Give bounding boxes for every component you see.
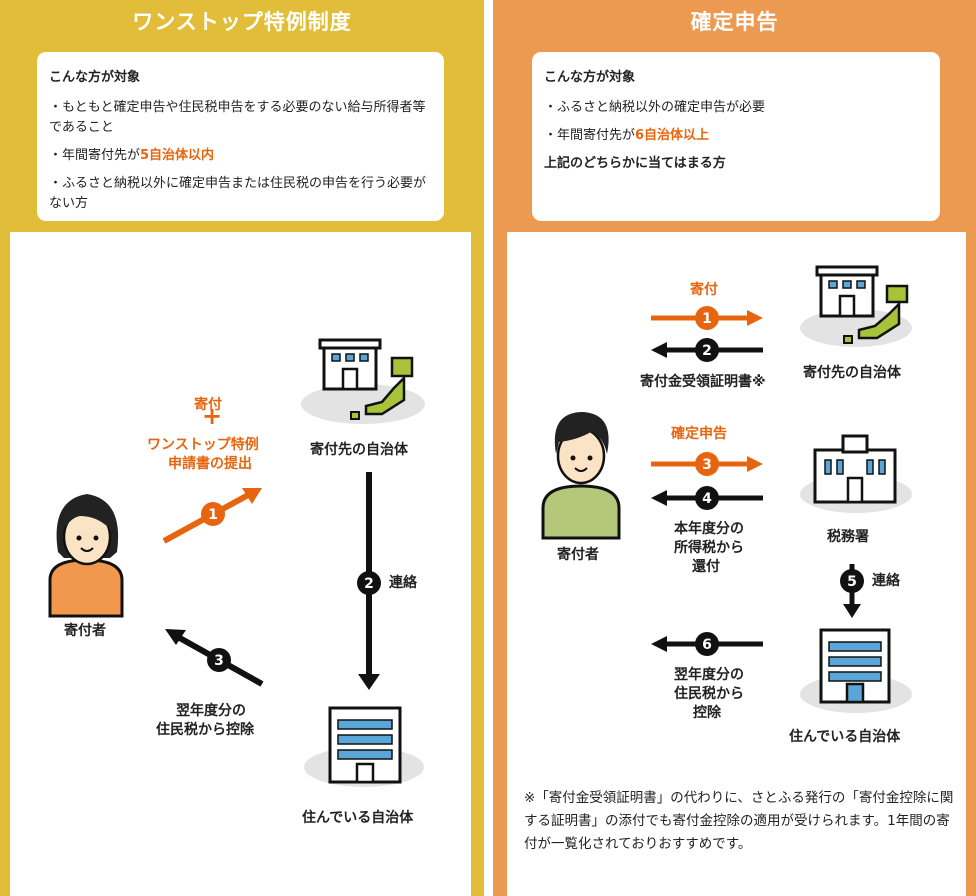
japan-map-icon (350, 356, 414, 420)
application-label-line2: 申請書の提出 (168, 456, 252, 472)
svg-text:1: 1 (702, 311, 712, 327)
highlight-six-municipalities: 6自治体以上 (635, 128, 710, 143)
svg-text:2: 2 (364, 576, 374, 592)
receipt-certificate-label: 寄付金受領証明書※ (640, 374, 766, 390)
svg-text:5: 5 (847, 574, 857, 590)
city-hall-building-icon (328, 706, 402, 784)
svg-text:3: 3 (702, 457, 712, 473)
eligibility-heading: こんな方が対象 (544, 70, 636, 85)
residence-municipality-label: 住んでいる自治体 (302, 810, 414, 826)
certificate-footnote: ※「寄付金受領証明書」の代わりに、さとふる発行の「寄付金控除に関する証明書」の添… (524, 790, 954, 852)
step-1-badge (695, 306, 719, 330)
residence-municipality-label: 住んでいる自治体 (789, 729, 901, 745)
japan-map-icon (843, 284, 909, 344)
deduction-label-line3: 控除 (693, 705, 721, 721)
eligibility-item-1: ・もともと確定申告や住民税申告をする必要のない給与所得者等であること (49, 100, 426, 135)
deduction-label-line1: 翌年度分の (674, 667, 744, 683)
tax-office-label: 税務署 (827, 529, 869, 545)
tax-return-title: 確定申告 (690, 10, 779, 34)
donor-label: 寄付者 (557, 547, 599, 563)
svg-text:1: 1 (208, 507, 218, 523)
male-donor-icon (541, 412, 621, 540)
refund-label-line2: 所得税から (674, 540, 744, 556)
svg-text:2: 2 (702, 343, 712, 359)
svg-text:6: 6 (702, 637, 712, 653)
tax-return-eligibility-card: こんな方が対象 ・ふるさと納税以外の確定申告が必要 ・年間寄付先が6自治体以上 … (532, 52, 940, 221)
eligibility-item-2: ・年間寄付先が6自治体以上 (544, 128, 710, 143)
step-2-badge (695, 338, 719, 362)
tax-return-column: 確定申告 こんな方が対象 ・ふるさと納税以外の確定申告が必要 ・年間寄付先が6自… (493, 0, 976, 896)
highlight-five-municipalities: 5自治体以内 (140, 148, 215, 163)
plus-sign: + (202, 402, 223, 430)
tax-return-label: 確定申告 (671, 426, 727, 442)
recipient-municipality-label: 寄付先の自治体 (803, 365, 901, 381)
svg-text:3: 3 (214, 653, 224, 669)
office-building-icon (318, 338, 382, 391)
one-stop-eligibility-card: こんな方が対象 ・もともと確定申告や住民税申告をする必要のない給与所得者等である… (37, 52, 444, 221)
donation-label: 寄付 (690, 282, 718, 298)
refund-label-line1: 本年度分の (674, 521, 744, 537)
eligibility-item-3: ・ふるさと納税以外に確定申告または住民税の申告を行う必要がない方 (49, 176, 427, 211)
recipient-municipality-label: 寄付先の自治体 (310, 442, 408, 458)
eligibility-heading: こんな方が対象 (49, 70, 141, 85)
one-stop-title: ワンストップ特例制度 (132, 10, 352, 34)
one-stop-diagram: 1 2 3 寄付 + ワンストップ特例 申請書の提出 寄付先 (10, 232, 471, 896)
step-3-badge (695, 452, 719, 476)
step-1-badge (201, 502, 225, 526)
refund-label-line3: 還付 (692, 559, 720, 575)
deduction-label-line2: 住民税から (674, 686, 744, 702)
step-2-badge (357, 571, 381, 595)
eligibility-item-1: ・ふるさと納税以外の確定申告が必要 (544, 100, 766, 115)
step-5-badge (840, 569, 864, 593)
donor-label: 寄付者 (64, 623, 106, 639)
tax-return-diagram: 1 2 3 4 (507, 232, 966, 896)
tax-office-building-icon (813, 434, 897, 504)
contact-label: 連絡 (872, 573, 900, 589)
city-hall-building-icon (819, 628, 891, 704)
one-stop-column: ワンストップ特例制度 こんな方が対象 ・もともと確定申告や住民税申告をする必要の… (0, 0, 484, 896)
eligibility-conclusion: 上記のどちらかに当てはまる方 (544, 156, 726, 171)
step-4-badge (695, 486, 719, 510)
female-donor-icon (48, 494, 124, 618)
application-label-line1: ワンストップ特例 (147, 437, 259, 453)
svg-text:4: 4 (702, 491, 712, 507)
step-6-badge (695, 632, 719, 656)
eligibility-item-2: ・年間寄付先が5自治体以内 (49, 148, 215, 163)
contact-label: 連絡 (389, 575, 417, 591)
office-building-icon (815, 265, 879, 318)
step-3-badge (207, 648, 231, 672)
donation-label: 寄付 (194, 397, 222, 413)
deduction-label-line2: 住民税から控除 (156, 722, 254, 738)
deduction-label-line1: 翌年度分の (176, 703, 246, 719)
